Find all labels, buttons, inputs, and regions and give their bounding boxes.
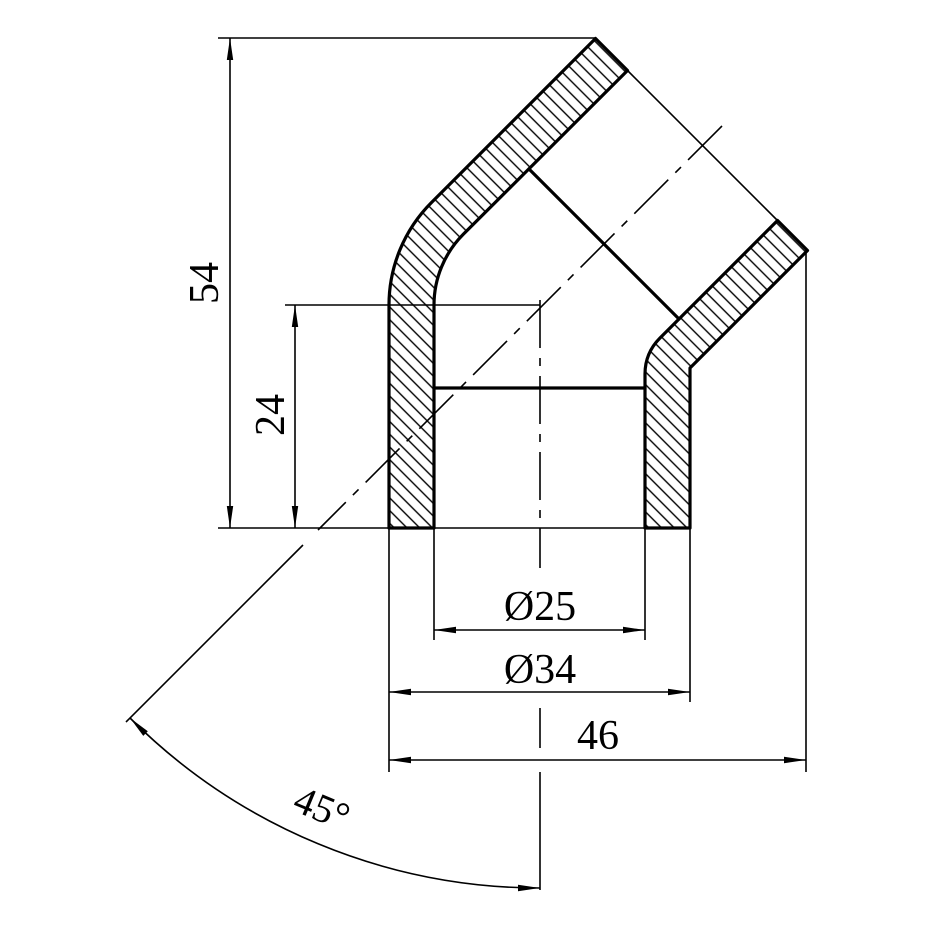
center-lines (317, 125, 723, 748)
overall-width-label: 46 (577, 713, 619, 759)
angle-inclined-extension-line (125, 544, 304, 723)
left-wall-section (387, 36, 630, 530)
dimension-labels: 54 24 Ø25 Ø34 46 45° (182, 262, 619, 840)
bend-angle-label: 45° (288, 776, 357, 839)
fitting-section (387, 36, 810, 530)
bend-angle-dimension-arc (129, 717, 541, 892)
dimension-lines (129, 38, 806, 892)
right-wall-section (643, 218, 810, 530)
overall-height-label: 54 (182, 262, 228, 304)
outer-diameter-label: Ø34 (504, 647, 576, 693)
center-height-label: 24 (248, 394, 294, 436)
inclined-axis-line (317, 125, 723, 531)
inner-diameter-label: Ø25 (504, 584, 576, 630)
extension-lines (125, 37, 807, 890)
